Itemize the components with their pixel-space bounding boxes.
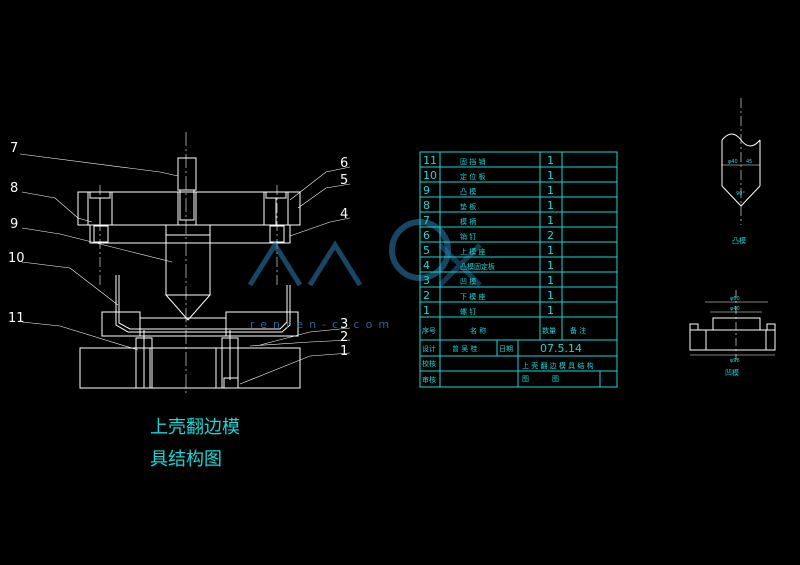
design-label: 设计 bbox=[422, 344, 436, 353]
table-cell-name: 固 挡 销 bbox=[460, 157, 485, 166]
drawing-date: 07.5.14 bbox=[540, 342, 582, 355]
table-cell-qty: 1 bbox=[547, 274, 554, 287]
callout-9: 9 bbox=[10, 217, 18, 232]
date-label: 日期 bbox=[499, 345, 513, 353]
table-cell-no: 9 bbox=[423, 184, 430, 197]
table-cell-name: 定 位 板 bbox=[460, 172, 485, 181]
table-cell-qty: 1 bbox=[547, 289, 554, 302]
detail-die-label: 凹模 bbox=[725, 368, 739, 377]
table-cell-name: 模 柄 bbox=[460, 217, 476, 226]
punch-dim1: φ40 bbox=[728, 159, 738, 165]
table-cell-name: 销 钉 bbox=[460, 232, 476, 241]
table-cell-name: 下 模 座 bbox=[460, 292, 485, 301]
table-cell-no: 10 bbox=[423, 169, 437, 182]
die-dim-mid: φ40 bbox=[730, 306, 740, 312]
table-cell-qty: 1 bbox=[547, 304, 554, 317]
table-cell-no: 4 bbox=[423, 259, 430, 272]
header-note: 备 注 bbox=[570, 326, 586, 335]
table-cell-no: 2 bbox=[423, 289, 430, 302]
detail-die: φ60 φ40 φ96 凹模 bbox=[689, 290, 776, 377]
die-shank bbox=[177, 157, 197, 191]
callout-8: 8 bbox=[10, 181, 18, 196]
watermark-text: renren-c.com bbox=[250, 318, 395, 331]
table-cell-qty: 1 bbox=[547, 199, 554, 212]
caption-line2: 具结构图 bbox=[150, 449, 222, 470]
header-qty: 数量 bbox=[542, 326, 556, 335]
table-cell-name: 螺 钉 bbox=[460, 307, 476, 316]
callout-3: 3 bbox=[340, 317, 348, 332]
main-assembly bbox=[19, 132, 351, 395]
check-label: 校核 bbox=[422, 359, 436, 368]
table-cell-qty: 1 bbox=[547, 184, 554, 197]
table-cell-name: 上 模 座 bbox=[460, 247, 485, 256]
approve-label: 审核 bbox=[422, 375, 436, 384]
detail-punch: φ40 45 90° 凸模 bbox=[721, 98, 761, 245]
table-cell-qty: 1 bbox=[547, 244, 554, 257]
designer: 曾 吴 桂 bbox=[452, 344, 477, 353]
callout-10: 10 bbox=[8, 251, 25, 266]
table-cell-name: 凸 模 bbox=[460, 187, 476, 196]
table-cell-qty: 2 bbox=[547, 229, 554, 242]
lower-die-seat bbox=[79, 330, 301, 389]
table-cell-qty: 1 bbox=[547, 169, 554, 182]
die-dim-bottom: φ96 bbox=[730, 358, 740, 364]
table-cell-no: 7 bbox=[423, 214, 430, 227]
punch-fixing-plate bbox=[89, 224, 291, 244]
die-dim-top: φ60 bbox=[730, 296, 740, 302]
table-cell-qty: 1 bbox=[547, 154, 554, 167]
table-cell-no: 11 bbox=[423, 154, 437, 167]
caption-line1: 上壳翻边模 bbox=[150, 417, 240, 438]
table-cell-name: 垫 板 bbox=[460, 202, 476, 211]
callout-1: 1 bbox=[340, 344, 348, 359]
punch bbox=[164, 234, 212, 321]
leader-lines bbox=[19, 153, 351, 385]
table-cell-qty: 1 bbox=[547, 214, 554, 227]
drawing-sub2: 图 bbox=[552, 375, 559, 383]
table-cell-qty: 1 bbox=[547, 259, 554, 272]
callout-labels: 7 8 9 10 11 6 5 4 3 2 1 bbox=[8, 141, 348, 359]
detail-punch-label: 凸模 bbox=[732, 236, 746, 245]
callout-6: 6 bbox=[340, 156, 348, 171]
callout-4: 4 bbox=[340, 207, 348, 222]
table-cell-name: 凹 模 bbox=[460, 277, 476, 286]
locating-plate bbox=[115, 275, 291, 333]
die bbox=[101, 311, 299, 337]
watermark: renren-c.com bbox=[247, 219, 482, 331]
punch-dim2: 45 bbox=[746, 159, 752, 165]
table-cell-name: 凸模固定板 bbox=[460, 262, 495, 271]
header-no: 序号 bbox=[422, 326, 436, 335]
table-cell-no: 8 bbox=[423, 199, 430, 212]
table-cell-no: 6 bbox=[423, 229, 430, 242]
table-cell-no: 1 bbox=[423, 304, 430, 317]
table-cell-no: 3 bbox=[423, 274, 430, 287]
callout-7: 7 bbox=[10, 141, 18, 156]
drawing-sub: 图 bbox=[522, 375, 529, 383]
table-cell-no: 5 bbox=[423, 244, 430, 257]
header-name: 名 称 bbox=[470, 326, 486, 335]
callout-2: 2 bbox=[340, 330, 348, 345]
callout-5: 5 bbox=[340, 173, 348, 188]
punch-angle: 90° bbox=[736, 191, 745, 197]
drawing-title: 上 壳 翻 边 模 具 结 构 bbox=[522, 361, 594, 370]
callout-11: 11 bbox=[8, 311, 25, 326]
